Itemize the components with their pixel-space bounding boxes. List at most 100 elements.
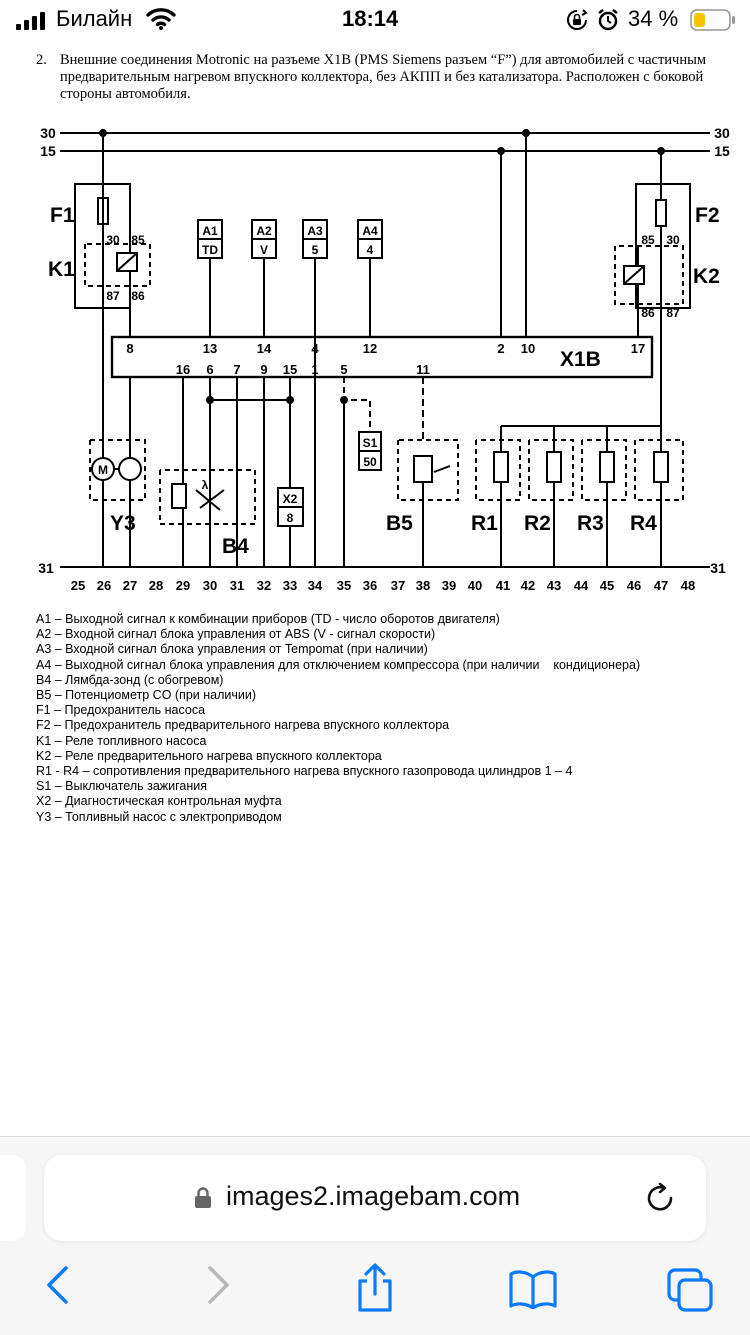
label-x1b: X1B	[560, 348, 601, 371]
legend-item: X2 – Диагностическая контрольная муфта	[36, 794, 282, 809]
label-k2: K2	[693, 265, 720, 288]
connector-pin: 17	[631, 341, 645, 356]
box-a2-sub: V	[260, 243, 268, 257]
clock: 18:14	[342, 6, 399, 31]
bottom-pin-label: 45	[600, 578, 614, 593]
bottom-pin-label: 34	[308, 578, 323, 593]
bottom-pin-label: 46	[627, 578, 641, 593]
bottom-pin-label: 39	[442, 578, 456, 593]
box-a4-sub: 4	[367, 243, 374, 257]
connector-pin: 5	[340, 362, 347, 377]
bottom-pin-label: 41	[496, 578, 510, 593]
k2-pin: 87	[666, 306, 680, 320]
bottom-pin-label: 43	[547, 578, 561, 593]
reload-icon[interactable]	[644, 1182, 676, 1214]
k2-pin: 30	[666, 233, 680, 247]
bottom-pin-label: 44	[574, 578, 589, 593]
label-y3: Y3	[110, 512, 136, 535]
heading-number: 2.	[36, 52, 47, 68]
bottom-pin-label: 42	[521, 578, 535, 593]
legend-item: A1 – Выходной сигнал к комбинации прибор…	[36, 612, 500, 626]
legend-item: K2 – Реле предварительного нагрева впуск…	[36, 748, 382, 763]
lock-icon	[195, 1187, 211, 1208]
label-r1: R1	[471, 512, 498, 535]
connector-pin: 14	[257, 341, 272, 356]
legend-item: A3 – Входной сигнал блока управления от …	[36, 642, 428, 657]
rail-30-left: 30	[40, 125, 56, 141]
label-r4: R4	[630, 512, 657, 535]
label-r3: R3	[577, 512, 604, 535]
connector-pin: 8	[126, 341, 133, 356]
previous-tab-preview[interactable]	[0, 1155, 26, 1241]
connector-pin: 9	[260, 362, 267, 377]
url-text: images2.imagebam.com	[226, 1181, 521, 1211]
connector-pin: 2	[497, 341, 504, 356]
browser-toolbar: images2.imagebam.com	[0, 1136, 750, 1335]
k2-pin: 85	[641, 233, 655, 247]
bookmarks-icon[interactable]	[508, 1269, 558, 1309]
wifi-icon	[146, 8, 176, 30]
signal-icon	[16, 12, 45, 30]
bottom-pin-label: 27	[123, 578, 137, 593]
box-a3-sub: 5	[312, 243, 319, 257]
connector-pin: 16	[176, 362, 190, 377]
bottom-pin-label: 36	[363, 578, 377, 593]
component-legend: A1 – Выходной сигнал к комбинации прибор…	[36, 612, 716, 825]
label-f2: F2	[695, 204, 720, 227]
address-bar[interactable]: images2.imagebam.com	[44, 1155, 706, 1241]
back-icon[interactable]	[44, 1265, 72, 1305]
carrier-name: Билайн	[56, 6, 133, 31]
bottom-pin-label: 26	[97, 578, 111, 593]
bottom-pin-label: 29	[176, 578, 190, 593]
motor-symbol: M	[98, 463, 108, 477]
bottom-pin-label: 25	[71, 578, 85, 593]
box-a2-title: A2	[256, 224, 272, 238]
box-a4-title: A4	[362, 224, 378, 238]
connector-pin: 4	[311, 341, 319, 356]
connector-pin: 13	[203, 341, 217, 356]
bottom-pin-label: 38	[416, 578, 430, 593]
bottom-pin-label: 40	[468, 578, 482, 593]
battery-percent: 34 %	[628, 6, 679, 31]
connector-pin: 11	[416, 362, 430, 377]
bottom-pin-label: 32	[257, 578, 271, 593]
connector-pin: 1	[311, 362, 318, 377]
bottom-pin-label: 35	[337, 578, 351, 593]
legend-item: F1 – Предохранитель насоса	[36, 703, 206, 718]
bottom-pin-label: 48	[681, 578, 695, 593]
label-b4: B4	[222, 535, 249, 558]
connector-pin: 6	[206, 362, 213, 377]
rail-15-right: 15	[714, 143, 730, 159]
bottom-pin-label: 47	[654, 578, 668, 593]
battery-icon	[690, 9, 735, 31]
k1-pin: 86	[131, 289, 145, 303]
legend-item: K1 – Реле топливного насоса	[36, 733, 207, 748]
box-s1-sub: 50	[363, 455, 377, 469]
k1-pin: 87	[106, 289, 120, 303]
legend-item: B4 – Лямбда-зонд (с обогревом)	[36, 672, 224, 687]
tabs-icon[interactable]	[666, 1267, 714, 1313]
legend-item: A4 – Выходной сигнал блока управления дл…	[36, 657, 641, 672]
rail-31-left: 31	[38, 560, 54, 576]
rail-31-right: 31	[710, 560, 726, 576]
orientation-lock-icon	[567, 9, 588, 30]
connector-pin: 12	[363, 341, 377, 356]
bottom-pin-label: 31	[230, 578, 244, 593]
label-f1: F1	[50, 204, 75, 227]
k1-pin: 30	[106, 233, 120, 247]
legend-item: Y3 – Топливный насос с электроприводом	[36, 809, 282, 824]
bottom-pin-label: 28	[149, 578, 163, 593]
legend-item: R1 - R4 – сопротивления предварительного…	[36, 764, 573, 779]
legend-item: B5 – Потенциометр CO (при наличии)	[36, 688, 256, 703]
forward-icon[interactable]	[204, 1265, 232, 1305]
bottom-pin-label: 30	[203, 578, 217, 593]
alarm-icon	[598, 9, 618, 31]
box-a1-title: A1	[202, 224, 218, 238]
wiring-diagram: 30 30 15 15 31 31 F1 K1 F2 K2 X1B Y3 B4 …	[38, 125, 730, 593]
legend-item: S1 – Выключатель зажигания	[36, 779, 208, 794]
label-k1: K1	[48, 258, 75, 281]
box-x2-sub: 8	[287, 511, 294, 525]
box-x2-title: X2	[283, 492, 298, 506]
legend-item: A2 – Входной сигнал блока управления от …	[36, 627, 436, 642]
share-icon[interactable]	[354, 1263, 396, 1313]
